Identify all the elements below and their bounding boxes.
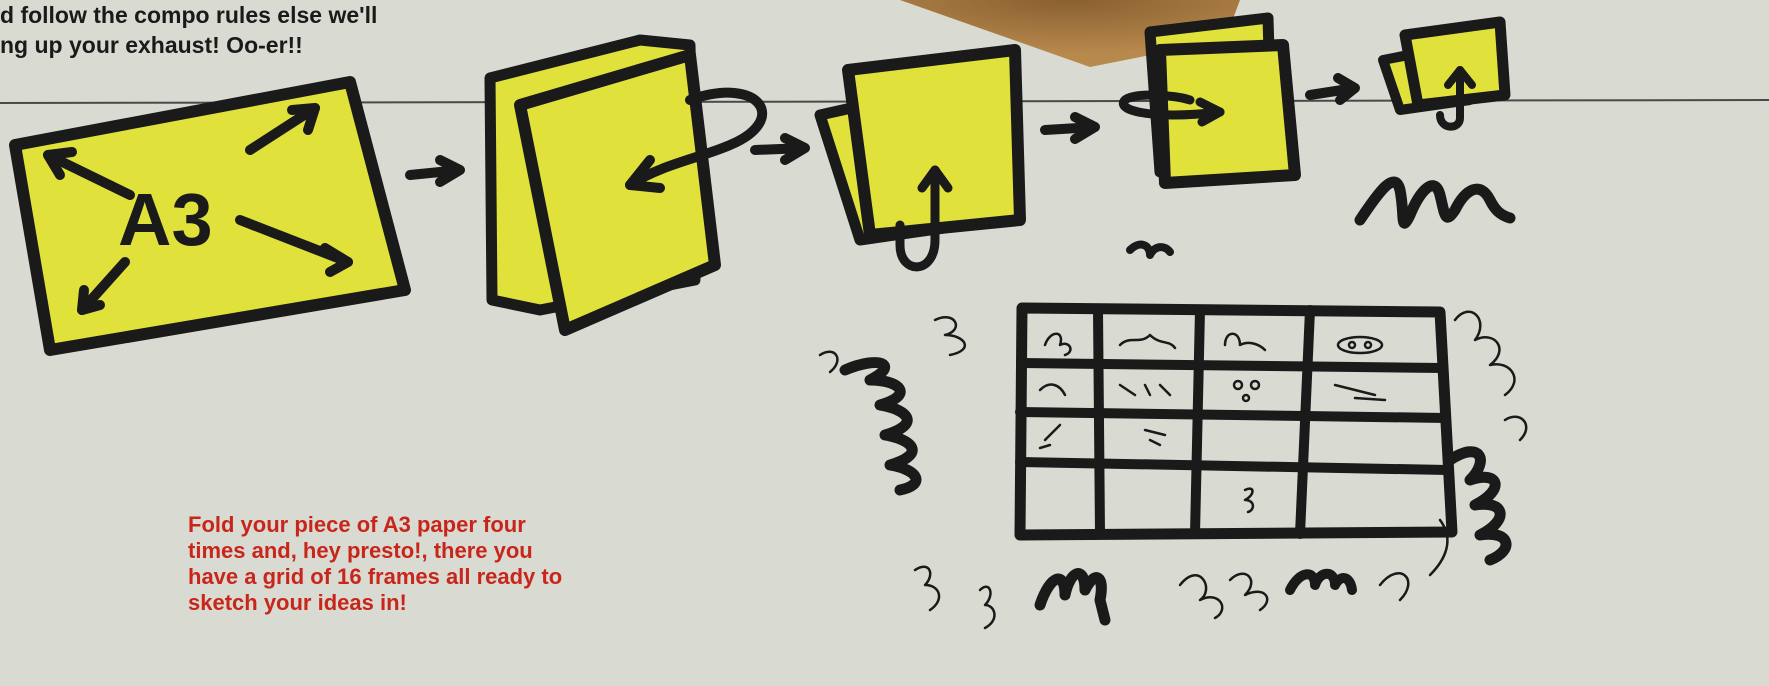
step-arrow-1 [410, 160, 460, 182]
folded-twice [820, 50, 1020, 267]
squiggle-right [1450, 452, 1506, 560]
frame-grid [1020, 308, 1452, 535]
squiggle-bottom-left [1040, 574, 1105, 620]
a3-label: A3 [118, 178, 213, 261]
step-arrow-3 [1045, 117, 1095, 139]
folded-four-times [1383, 22, 1505, 127]
squiggle-small [1130, 245, 1170, 255]
step-arrow-2 [755, 138, 805, 160]
a3-sheet: A3 [15, 82, 405, 350]
caption: Fold your piece of A3 paper four times a… [188, 512, 708, 616]
squiggle-bottom-right [1290, 574, 1352, 590]
caption-line-2: times and, hey presto!, there you [188, 538, 708, 564]
caption-line-1: Fold your piece of A3 paper four [188, 512, 708, 538]
squiggle-top [1360, 182, 1510, 223]
folded-once [490, 40, 762, 330]
step-arrow-4 [1310, 78, 1355, 100]
caption-line-4: sketch your ideas in! [188, 590, 708, 616]
caption-line-3: have a grid of 16 frames all ready to [188, 564, 708, 590]
squiggle-left [845, 363, 916, 490]
